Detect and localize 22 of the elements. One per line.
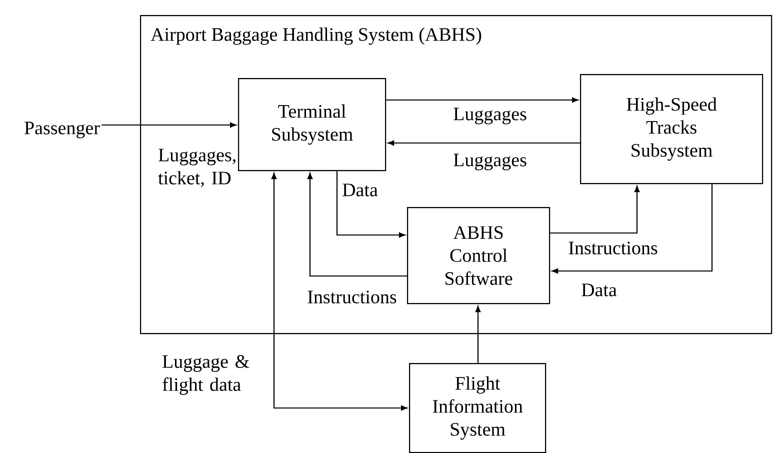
arrow (271, 172, 408, 411)
node-text: Passenger (24, 122, 100, 138)
edge-label: Instructions (308, 290, 396, 304)
arrow (475, 306, 481, 363)
subsystem-box: Terminal Subsystem (238, 78, 386, 172)
external-system-box: Flight Information System (409, 363, 546, 453)
edge-label: Data (342, 184, 378, 196)
edge-label: Data (582, 284, 617, 296)
arrow (388, 140, 580, 146)
edge-label: Luggages (454, 154, 526, 170)
edge-label: Luggages, ticket, ID (158, 148, 236, 188)
edge-label: Luggages (454, 108, 526, 124)
subsystem-box: High-Speed Tracks Subsystem (580, 74, 764, 184)
arrow (336, 171, 406, 238)
arrow (550, 186, 640, 234)
edge-label: Luggage & flight data (162, 355, 250, 395)
arrow (552, 184, 713, 274)
arrow (102, 122, 236, 128)
arrow (307, 172, 407, 277)
software-box: ABHS Control Software (407, 207, 550, 304)
edge-label: Instructions (568, 242, 658, 254)
arrow (386, 97, 578, 103)
